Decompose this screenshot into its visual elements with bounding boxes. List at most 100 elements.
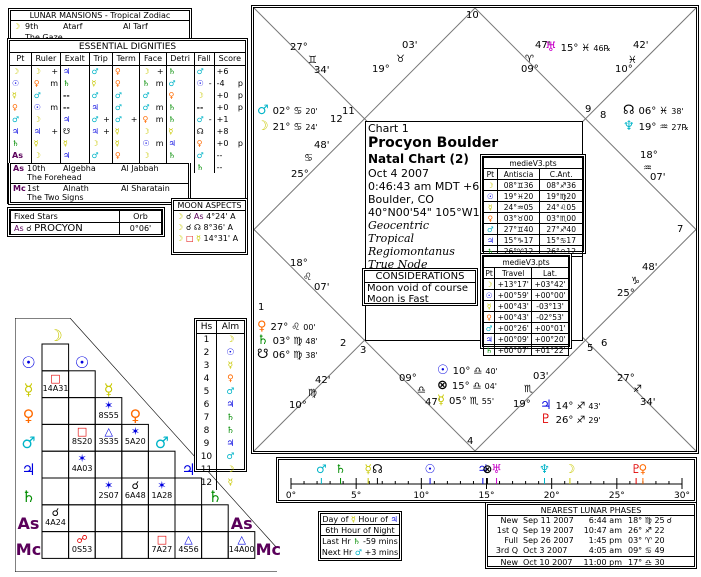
term-cell: ♀: [112, 65, 141, 77]
planet-icon: ♂: [196, 150, 204, 160]
house-number: 12: [330, 114, 343, 125]
planet-icon: ♃: [168, 138, 176, 148]
cusp-sign: ♏: [524, 384, 533, 395]
aspect-orb: 8°36' A: [203, 223, 234, 232]
phase-name: 1st Q: [496, 526, 518, 535]
planet-icon: ♂: [257, 103, 269, 118]
grid-row-planet-icon: ☿: [23, 379, 34, 399]
aspect-orb: 8S55: [98, 410, 119, 420]
score-cell: +8: [214, 125, 245, 137]
planet-icon: ☽: [91, 138, 99, 148]
almuten-row: 7♄: [197, 412, 244, 425]
planet-icon: ♅: [545, 40, 557, 55]
travel-value: +00°09': [494, 333, 533, 345]
grid-cell: [201, 504, 229, 533]
term-cell: ♂+: [112, 113, 141, 125]
aspect-grid-lines: [15, 318, 277, 572]
planet-icon: ☉: [196, 78, 204, 88]
grid-cell: [121, 531, 149, 559]
score-value: +6: [216, 66, 229, 76]
planet-icon: ☽: [257, 119, 269, 134]
travel-row: ♂+00°26'+00°01': [482, 322, 569, 334]
phase-time: 11:00 pm: [583, 558, 622, 567]
planet-icon: ♃: [540, 398, 552, 413]
dignity-mark: +: [156, 66, 164, 76]
planet-icon: ☊: [623, 103, 635, 118]
planet-degree: 19°: [638, 122, 657, 133]
ruler-planet-icon: ☿: [364, 462, 371, 476]
house-number: 10: [466, 10, 479, 21]
asc-icon: As: [13, 164, 24, 173]
face-cell: ♀m: [139, 113, 167, 125]
dignity-mark: +: [51, 126, 59, 136]
planet-icon: ☊: [193, 223, 204, 232]
star-name: PROCYON: [34, 223, 83, 234]
face-cell: ☉m: [139, 137, 167, 149]
aspect-orb: 4A24: [45, 517, 66, 527]
cusp-sign: ♌: [303, 272, 312, 283]
aspect-cell: ✶2S07: [95, 480, 122, 501]
planet-icon: ♀: [114, 78, 121, 88]
planet-icon: --: [63, 102, 70, 112]
next-hour-value: +3 mins: [364, 548, 399, 557]
cusp-sign: ♑: [631, 276, 640, 287]
planet-icon: ♀: [114, 66, 121, 76]
phase-time: 10:47 am: [583, 526, 622, 535]
planet-icon: ♄: [168, 66, 176, 76]
planet-icon: ♃: [63, 150, 71, 160]
antiscia-value: 15°♑17: [496, 234, 541, 246]
aspect-cell: ✶8S55: [95, 400, 122, 421]
cusp-degree: 09°: [399, 373, 417, 384]
planet-icon: ♀: [257, 319, 267, 334]
grid-diagonal-planet-icon: ☉: [74, 352, 90, 372]
aspect-orb: 14A31: [42, 383, 69, 393]
col-header: Exalt: [60, 53, 90, 66]
planet-minutes: 55': [481, 397, 495, 406]
aspect-orb: 14A00: [228, 544, 255, 554]
moon-aspects-title: MOON ASPECTS: [174, 201, 245, 211]
cusp-minutes: 34': [640, 397, 656, 408]
planet-icon: ♂: [142, 102, 150, 112]
phase-name: Full: [504, 536, 518, 545]
latitude-value: -02°53': [531, 311, 569, 323]
aspect-cell: ✶1A28: [148, 480, 175, 501]
aspect-cell: ✶4A03: [69, 453, 96, 474]
trip-cell: ♂: [89, 149, 113, 161]
aspect-icon: ☌: [51, 505, 60, 519]
aspect-icon: ✶: [130, 425, 140, 439]
phase-name: 3rd Q: [495, 546, 518, 555]
antiscia-value: 27°♊40: [496, 223, 541, 235]
trip-cell: ♂: [89, 65, 113, 77]
planet-icon: ♃: [12, 126, 20, 136]
grid-cell: [201, 531, 229, 559]
planet-icon: ♀: [483, 212, 498, 224]
detri-cell: ☿: [166, 125, 195, 137]
planet-minutes: 43': [588, 402, 601, 411]
planet-icon: ♂: [114, 102, 122, 112]
grid-row-planet-icon: ♂: [21, 433, 36, 453]
phase-date: Oct 3 2007: [523, 546, 568, 555]
exalt-cell: ♃: [60, 65, 90, 77]
term-cell: ☿: [112, 137, 141, 149]
house-number: 11: [197, 464, 217, 477]
saturn-icon: ♄: [353, 537, 361, 546]
chart-coords: 40°N00'54" 105°W16'12: [368, 206, 504, 219]
planet-icon: ♃: [91, 126, 99, 136]
fall-cell: ☽: [194, 89, 215, 101]
aspect-icon: △: [104, 425, 113, 439]
aspect-cell: ☌6A48: [122, 480, 149, 501]
point-cell: ☽: [10, 65, 32, 77]
trip-cell: ☿: [89, 77, 113, 89]
planet-minutes: 38': [305, 351, 318, 360]
cusp-minutes: 48': [642, 262, 658, 273]
planet-degree: 06°: [272, 350, 291, 361]
ruler-planet-icon: ♄: [335, 462, 346, 476]
planet-icon: ☽: [142, 150, 150, 160]
planet-icon: ☿: [483, 201, 498, 213]
mansion-meaning: The Gaze: [11, 32, 189, 43]
ruler-tick-label: 15°: [479, 491, 495, 500]
almuten-planet-icon: ♂: [226, 387, 235, 397]
